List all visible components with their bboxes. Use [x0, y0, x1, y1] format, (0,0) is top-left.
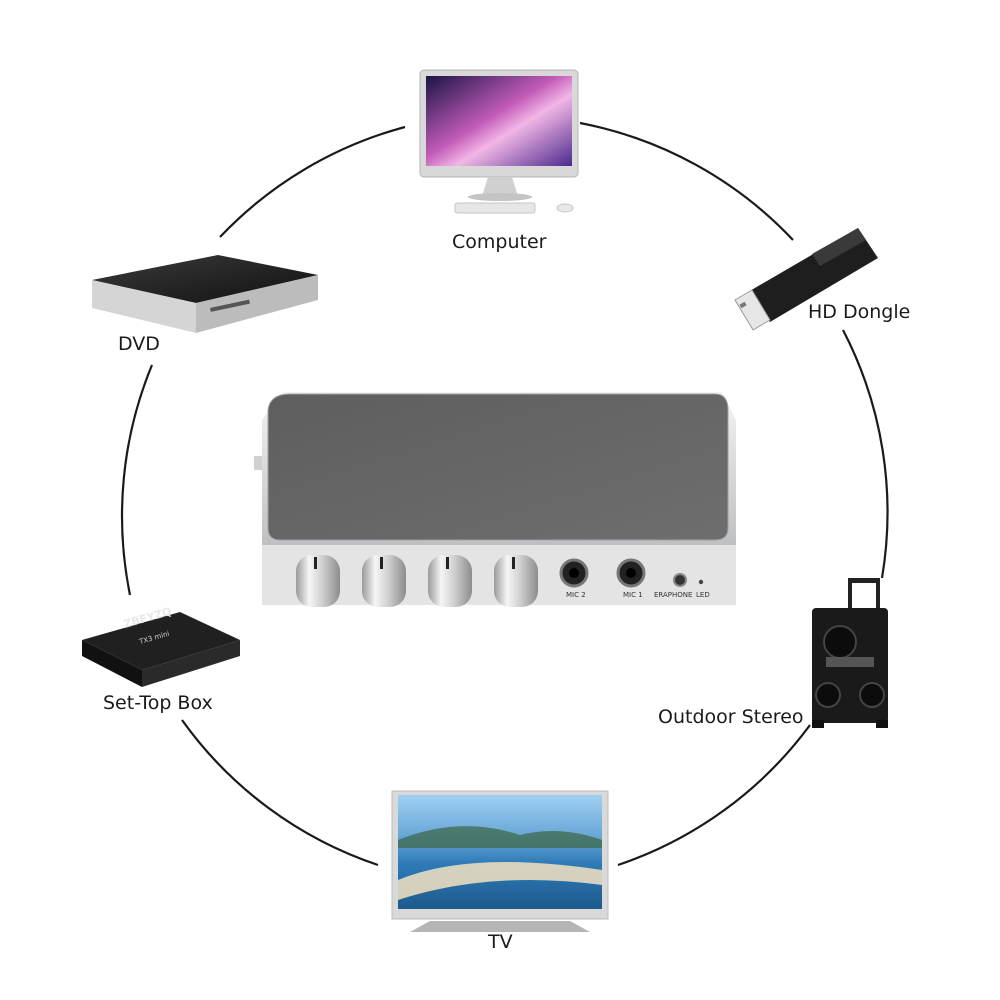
tv-icon — [391, 790, 609, 932]
computer-icon — [419, 69, 579, 214]
led-label: LED — [696, 591, 710, 599]
mic1-label: MIC 1 — [623, 591, 643, 599]
mic2-label: MIC 2 — [566, 591, 586, 599]
connection-arcs — [120, 121, 889, 867]
outdoor-stereo-label: Outdoor Stereo — [658, 706, 804, 728]
hd-dongle-label: HD Dongle — [808, 301, 911, 323]
set-top-box-icon: ZBFYZQ TX3 mini — [82, 605, 240, 687]
outdoor-stereo-icon — [812, 578, 888, 728]
earphone-label: ERAPHONE — [654, 591, 692, 599]
mixer-device: MIC 2 MIC 1 ERAPHONE LED — [254, 392, 736, 607]
tv-label: TV — [488, 931, 513, 953]
set-top-box-label: Set-Top Box — [103, 692, 213, 714]
dvd-label: DVD — [118, 333, 160, 355]
dvd-icon — [92, 255, 318, 333]
computer-label: Computer — [452, 231, 547, 253]
volume-knobs — [296, 555, 538, 607]
hd-dongle-icon — [734, 228, 878, 331]
